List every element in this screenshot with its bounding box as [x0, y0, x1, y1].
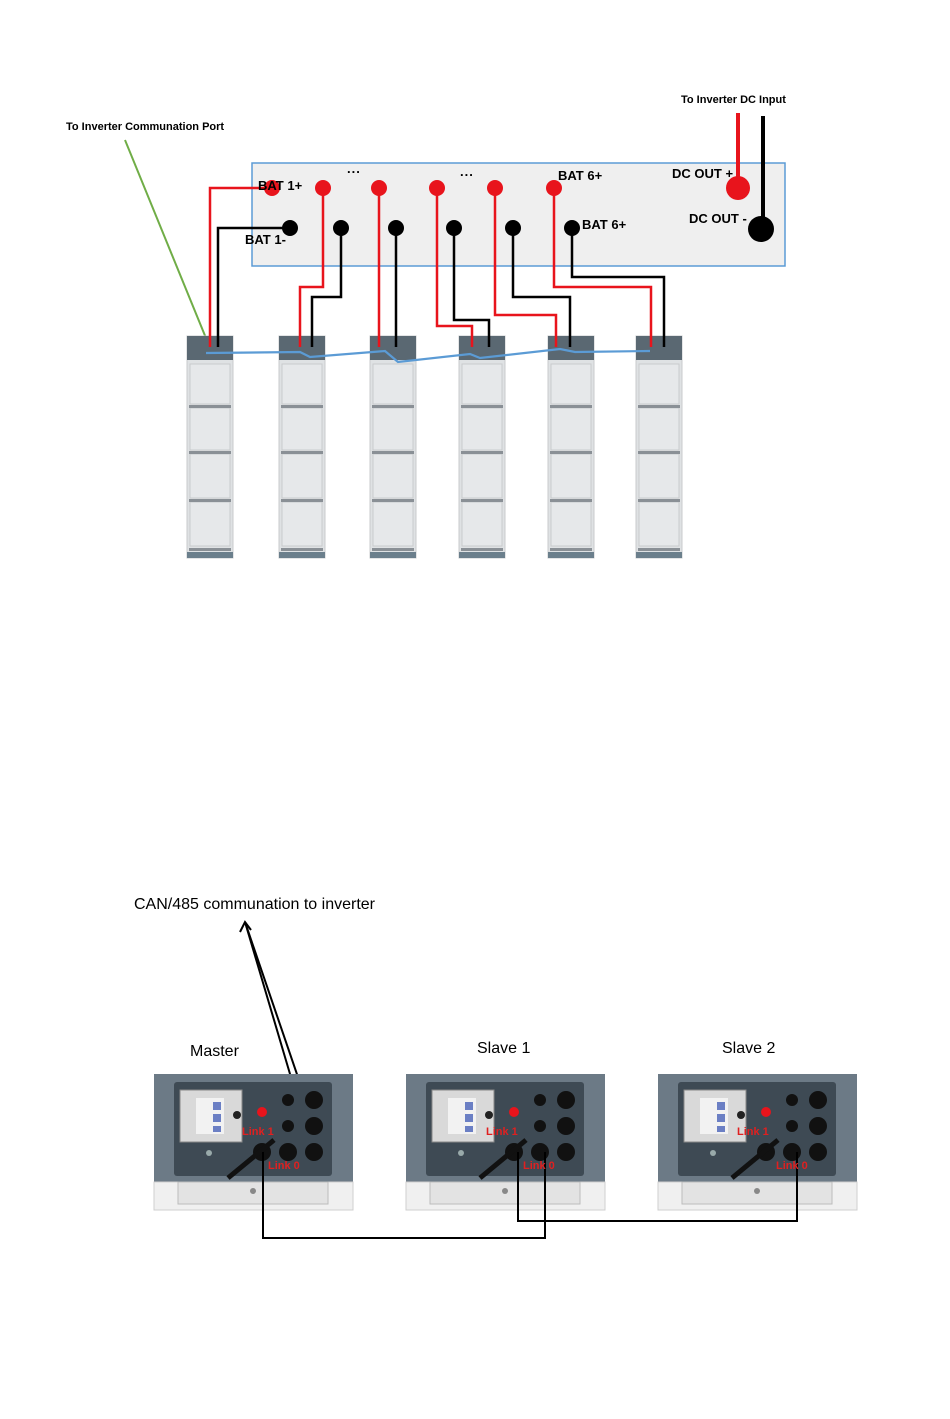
- unit-slave-2: [658, 1074, 857, 1210]
- unit-master: [154, 1074, 353, 1210]
- master-link-in-label: Link 1: [242, 1126, 274, 1138]
- unit-label-master: Master: [190, 1043, 239, 1061]
- slave1-link-out-label: Link 0: [523, 1160, 555, 1172]
- unit-slave-1: [406, 1074, 605, 1210]
- unit-label-slave-2: Slave 2: [722, 1040, 775, 1058]
- master-link-out-label: Link 0: [268, 1160, 300, 1172]
- slave2-link-in-label: Link 1: [737, 1126, 769, 1138]
- can-comm-label: CAN/485 communation to inverter: [134, 896, 375, 914]
- slave2-link-out-label: Link 0: [776, 1160, 808, 1172]
- unit-label-slave-1: Slave 1: [477, 1040, 530, 1058]
- slave1-link-in-label: Link 1: [486, 1126, 518, 1138]
